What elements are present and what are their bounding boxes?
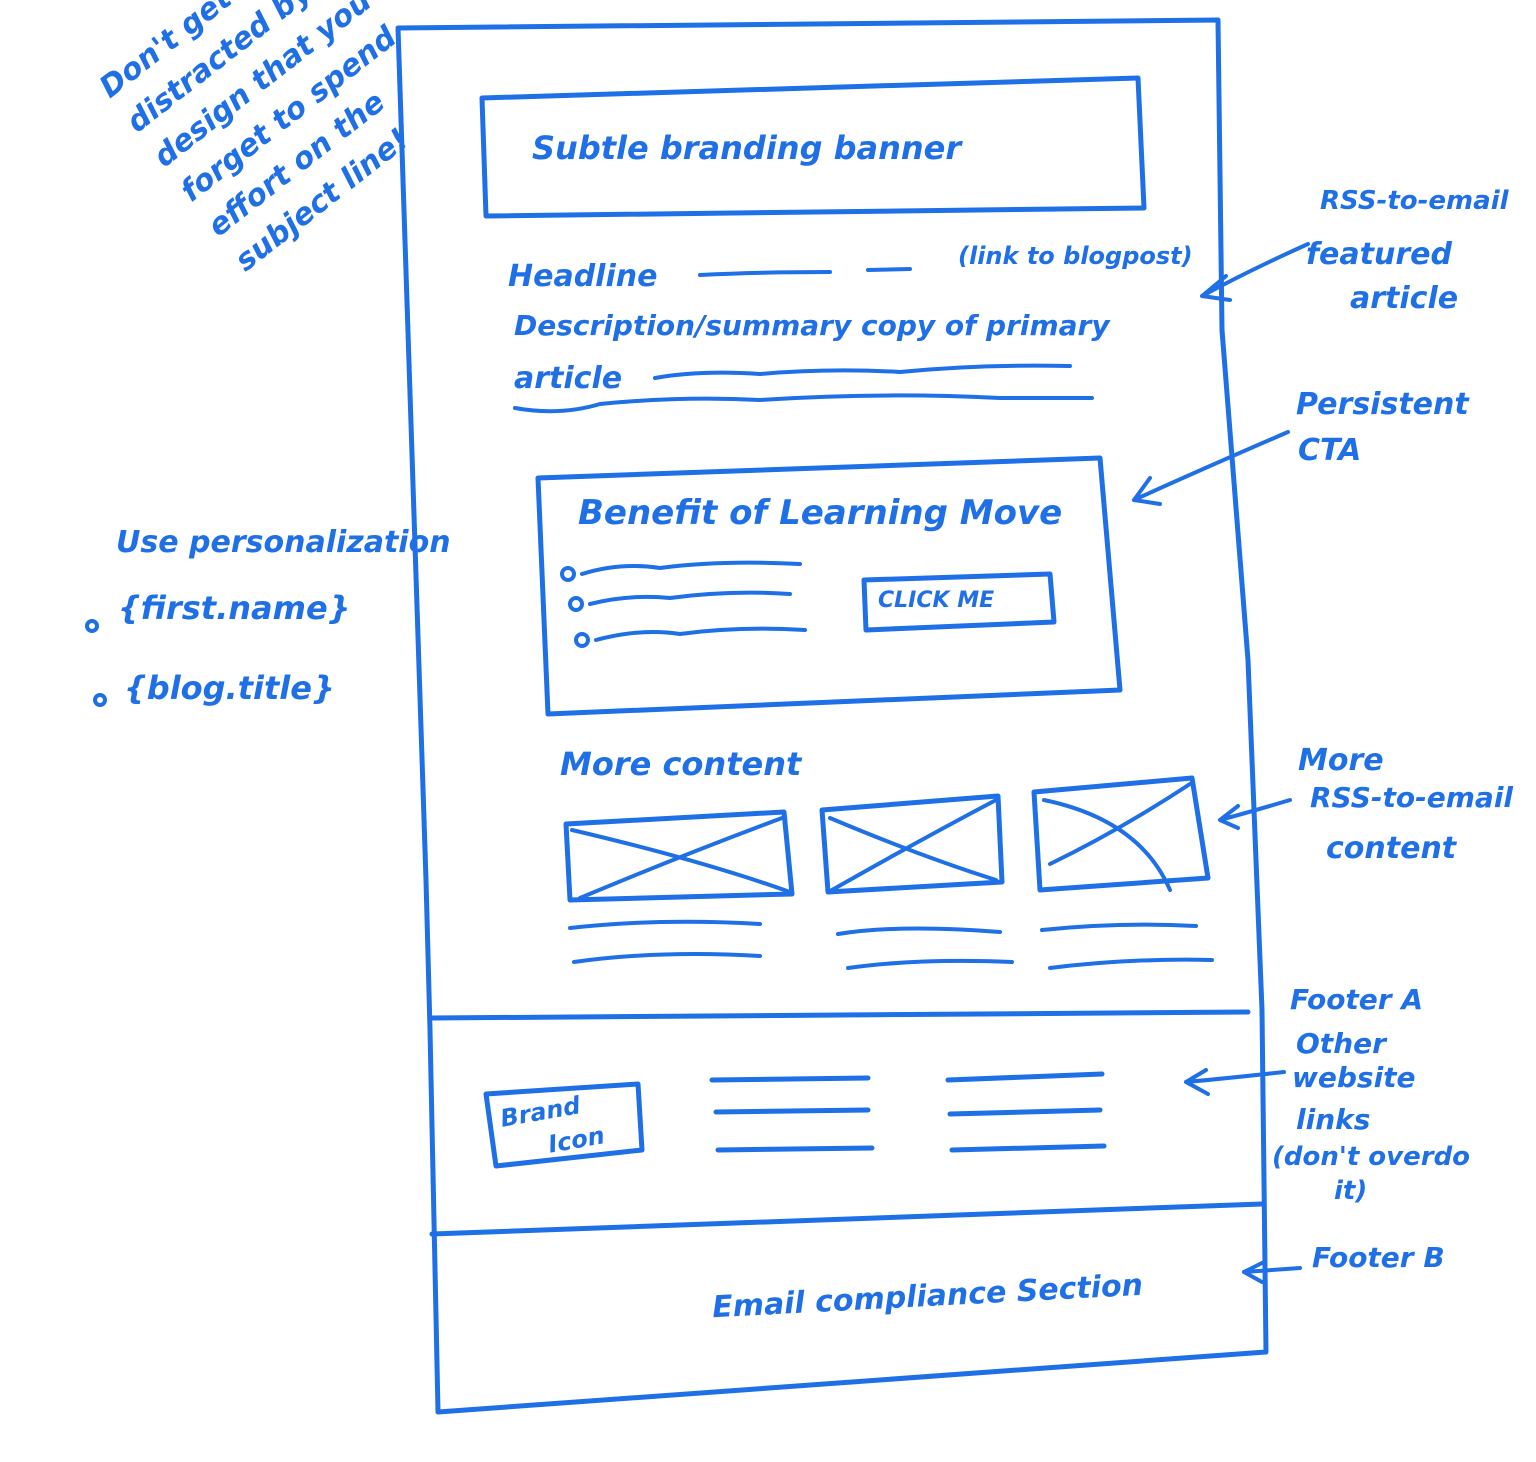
arrow-footer-a bbox=[1184, 1068, 1286, 1096]
arrow-footer-b bbox=[1242, 1260, 1302, 1284]
footer-links-col-2 bbox=[945, 1071, 1107, 1153]
summary-squiggle-2 bbox=[513, 393, 1094, 414]
persistent-cta-line-2: CTA bbox=[1298, 433, 1362, 468]
arrow-more-rss bbox=[1218, 798, 1292, 830]
thumbnail-box-3 bbox=[1031, 775, 1211, 893]
cta-bullet-1 bbox=[560, 566, 576, 582]
footer-a-line-6: it) bbox=[1334, 1176, 1368, 1206]
thumbnail-box-2 bbox=[819, 793, 1005, 895]
summary-squiggle-1 bbox=[653, 363, 1072, 380]
personalization-title: Use personalization bbox=[116, 525, 451, 560]
more-rss-line-3: content bbox=[1326, 831, 1457, 866]
footer-a-line-1: Footer A bbox=[1290, 983, 1424, 1016]
cta-button-label[interactable]: CLICK ME bbox=[878, 588, 995, 613]
personalization-bullet-2 bbox=[93, 693, 107, 707]
brand-icon-box bbox=[483, 1081, 645, 1169]
headline-link-note: (link to blogpost) bbox=[958, 242, 1193, 270]
persistent-cta-line-1: Persistent bbox=[1296, 387, 1469, 422]
footer-a-line-5: (don't overdo bbox=[1272, 1142, 1471, 1172]
footer-a-line-4: links bbox=[1296, 1103, 1371, 1136]
cta-button-box bbox=[861, 571, 1057, 633]
footer-a-line-2: Other bbox=[1296, 1027, 1386, 1060]
rss-featured-line-1: RSS-to-email bbox=[1320, 186, 1509, 216]
summary-line-2: article bbox=[514, 361, 623, 396]
rss-featured-line-3: article bbox=[1350, 281, 1459, 316]
rss-featured-line-2: featured bbox=[1306, 237, 1452, 272]
thumbnail-box-1 bbox=[563, 809, 795, 903]
branding-banner-label: Subtle branding banner bbox=[532, 129, 962, 167]
personalization-item-first-name: {first.name} bbox=[118, 589, 351, 627]
cta-box bbox=[535, 455, 1123, 717]
thumbnail-x-2 bbox=[828, 798, 998, 892]
footer-a-divider bbox=[429, 1009, 1251, 1021]
more-rss-line-1: More bbox=[1298, 743, 1384, 778]
more-content-title: More content bbox=[560, 745, 802, 783]
personalization-item-blog-title: {blog.title} bbox=[124, 669, 335, 707]
cta-squiggle-1 bbox=[580, 560, 802, 576]
more-rss-line-2: RSS-to-email bbox=[1310, 781, 1514, 814]
cta-squiggle-2 bbox=[588, 590, 792, 606]
footer-b-label: Footer B bbox=[1312, 1241, 1445, 1274]
cta-bullet-2 bbox=[568, 596, 584, 612]
footer-a-line-3: website bbox=[1292, 1061, 1416, 1094]
cta-title: Benefit of Learning Move bbox=[578, 493, 1063, 533]
summary-line-1: Description/summary copy of primary bbox=[514, 309, 1110, 342]
cta-bullet-3 bbox=[574, 632, 590, 648]
caption-squiggle bbox=[568, 919, 1214, 970]
arrow-persistent-cta bbox=[1132, 430, 1290, 506]
footer-links-col-1 bbox=[709, 1075, 875, 1153]
thumbnail-x-3 bbox=[1042, 782, 1192, 892]
headline-rule bbox=[698, 267, 912, 277]
arrow-rss-featured bbox=[1200, 242, 1310, 302]
thumbnail-x-1 bbox=[570, 816, 792, 900]
headline-label: Headline bbox=[508, 259, 658, 294]
email-frame bbox=[395, 17, 1269, 1415]
footer-b-divider bbox=[429, 1201, 1265, 1237]
personalization-bullet-1 bbox=[85, 619, 99, 633]
branding-banner-box bbox=[479, 75, 1147, 219]
cta-squiggle-3 bbox=[594, 626, 807, 642]
